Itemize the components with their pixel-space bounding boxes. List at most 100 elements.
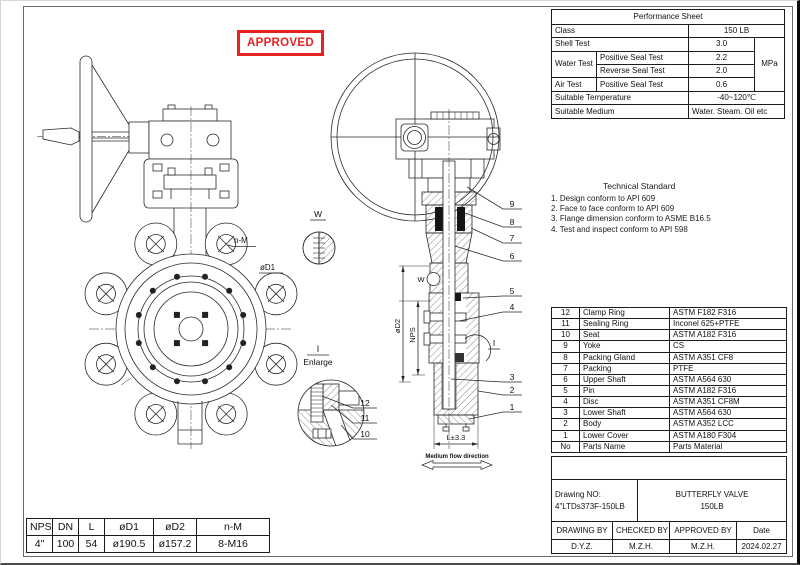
part-no: 12 <box>551 306 580 320</box>
dim-value: 100 <box>52 535 79 553</box>
callout-8: 8 <box>510 217 515 227</box>
w-mark: W <box>417 275 425 284</box>
label-d1: øD1 <box>260 263 276 272</box>
date-header: Date <box>735 521 788 540</box>
part-name: Yoke <box>579 340 670 353</box>
technical-standard-item: 4. Test and inspect conform to API 598 <box>551 224 688 234</box>
label-n-m: n-M <box>234 236 248 245</box>
handwheel-handle <box>42 127 80 146</box>
part-no: 7 <box>551 362 580 375</box>
table-row: NPS DN L øD1 øD2 n-M <box>26 518 270 536</box>
label-d2: øD2 <box>393 319 402 333</box>
callout-9: 9 <box>510 199 515 209</box>
part-material: Inconel 625+PTFE <box>669 318 787 331</box>
part-material: ASTM A351 CF8 <box>669 351 787 364</box>
callout-12: 12 <box>360 398 370 408</box>
dim-header: øD2 <box>153 518 197 536</box>
lug-bolt-holes <box>96 234 286 424</box>
part-no: 4 <box>551 396 580 409</box>
enlarge-detail: I Enlarge <box>297 344 377 447</box>
table-row: 4" 100 54 ø190.5 ø157.2 8-M16 <box>26 535 270 553</box>
part-name: Lower Cover <box>579 429 670 442</box>
flange-bolt-dots <box>135 273 247 385</box>
technical-standard-item: 3. Flange dimension conform to ASME B16.… <box>551 214 711 224</box>
part-name: Upper Shaft <box>579 373 670 386</box>
i-detail-title: I <box>317 344 320 354</box>
performance-sheet: Performance Sheet Class 150 LB Shell Tes… <box>551 9 785 119</box>
callout-7: 7 <box>510 233 515 243</box>
class-value: 150 LB <box>688 23 785 39</box>
disc-nut-squares <box>173 311 209 347</box>
part-no: 6 <box>551 373 580 386</box>
dim-value: 8-M16 <box>196 535 270 553</box>
drawing-no-cell: Drawing NO: 4"LTDs373F-150LB <box>551 479 638 522</box>
approved-by-value: M.Z.H. <box>669 539 737 554</box>
drawing-no-label: Drawing NO: <box>555 489 601 499</box>
w-detail: W <box>302 209 336 265</box>
technical-standard: Technical Standard 1. Design conform to … <box>551 181 791 235</box>
parts-footer-name: Parts Name <box>579 440 670 454</box>
part-no: 2 <box>551 418 580 431</box>
dim-value: ø190.5 <box>104 535 154 553</box>
temperature-label: Suitable Temperature <box>551 90 689 106</box>
medium-value: Water. Steam. Oil etc <box>688 104 785 119</box>
positive-seal-label: Positive Seal Test <box>596 50 689 66</box>
technical-standard-item: 2. Face to face conform to API 609 <box>551 204 675 214</box>
sheet-frame <box>23 6 793 557</box>
dimension-table: NPS DN L øD1 øD2 n-M 4" 100 54 ø190.5 ø1… <box>26 518 270 553</box>
technical-standard-item: 1. Design conform to API 609 <box>551 193 656 203</box>
drawing-by-header: DRAWING BY <box>551 521 613 540</box>
shell-test-label: Shell Test <box>551 36 689 52</box>
packing-right <box>457 207 465 231</box>
checked-by-value: M.Z.H. <box>612 539 670 554</box>
section-dimensions: øD2 NPS L±3.3 Medium flow direction <box>393 265 493 471</box>
part-no: 9 <box>551 340 580 353</box>
label-flow-direction: Medium flow direction <box>425 454 489 460</box>
dim-header: L <box>78 518 105 536</box>
part-name: Packing Gland <box>579 351 670 364</box>
lower-cover-section <box>437 414 475 425</box>
part-name: Lower Shaft <box>579 407 670 420</box>
callout-6: 6 <box>510 251 515 261</box>
pin-lower <box>423 332 431 346</box>
label-nps: NPS <box>408 327 417 342</box>
part-name: Seat <box>579 329 670 342</box>
part-no: 11 <box>551 318 580 331</box>
part-name: Disc <box>579 396 670 409</box>
part-name: Body <box>579 418 670 431</box>
date-value: 2024.02.27 <box>735 539 788 554</box>
i-mark: I <box>493 338 495 348</box>
approved-by-header: APPROVED BY <box>669 521 737 540</box>
part-no: 3 <box>551 407 580 420</box>
dim-value: 54 <box>78 535 105 553</box>
part-material: ASTM A180 F304 <box>669 429 787 442</box>
dim-header: n-M <box>196 518 270 536</box>
temperature-value: -40~120℃ <box>688 90 785 106</box>
handwheel-front-view <box>330 52 500 222</box>
callout-11: 11 <box>361 413 370 423</box>
part-no: 10 <box>551 329 580 342</box>
air-test-value: 0.6 <box>688 77 755 92</box>
callout-10: 10 <box>360 429 370 439</box>
air-test-label: Air Test <box>551 77 597 92</box>
callout-4: 4 <box>510 302 515 312</box>
positive-seal-value: 2.2 <box>688 50 755 66</box>
medium-label: Suitable Medium <box>551 104 689 119</box>
drawing-by-value: D.Y.Z. <box>551 539 613 554</box>
part-no: 1 <box>551 429 580 442</box>
section-callouts: 9 8 7 6 5 4 3 2 1 <box>450 186 522 420</box>
dim-header: øD1 <box>104 518 154 536</box>
part-no: 8 <box>551 351 580 364</box>
dim-value: ø157.2 <box>153 535 197 553</box>
part-no: 5 <box>551 384 580 398</box>
shell-test-value: 3.0 <box>688 36 755 52</box>
